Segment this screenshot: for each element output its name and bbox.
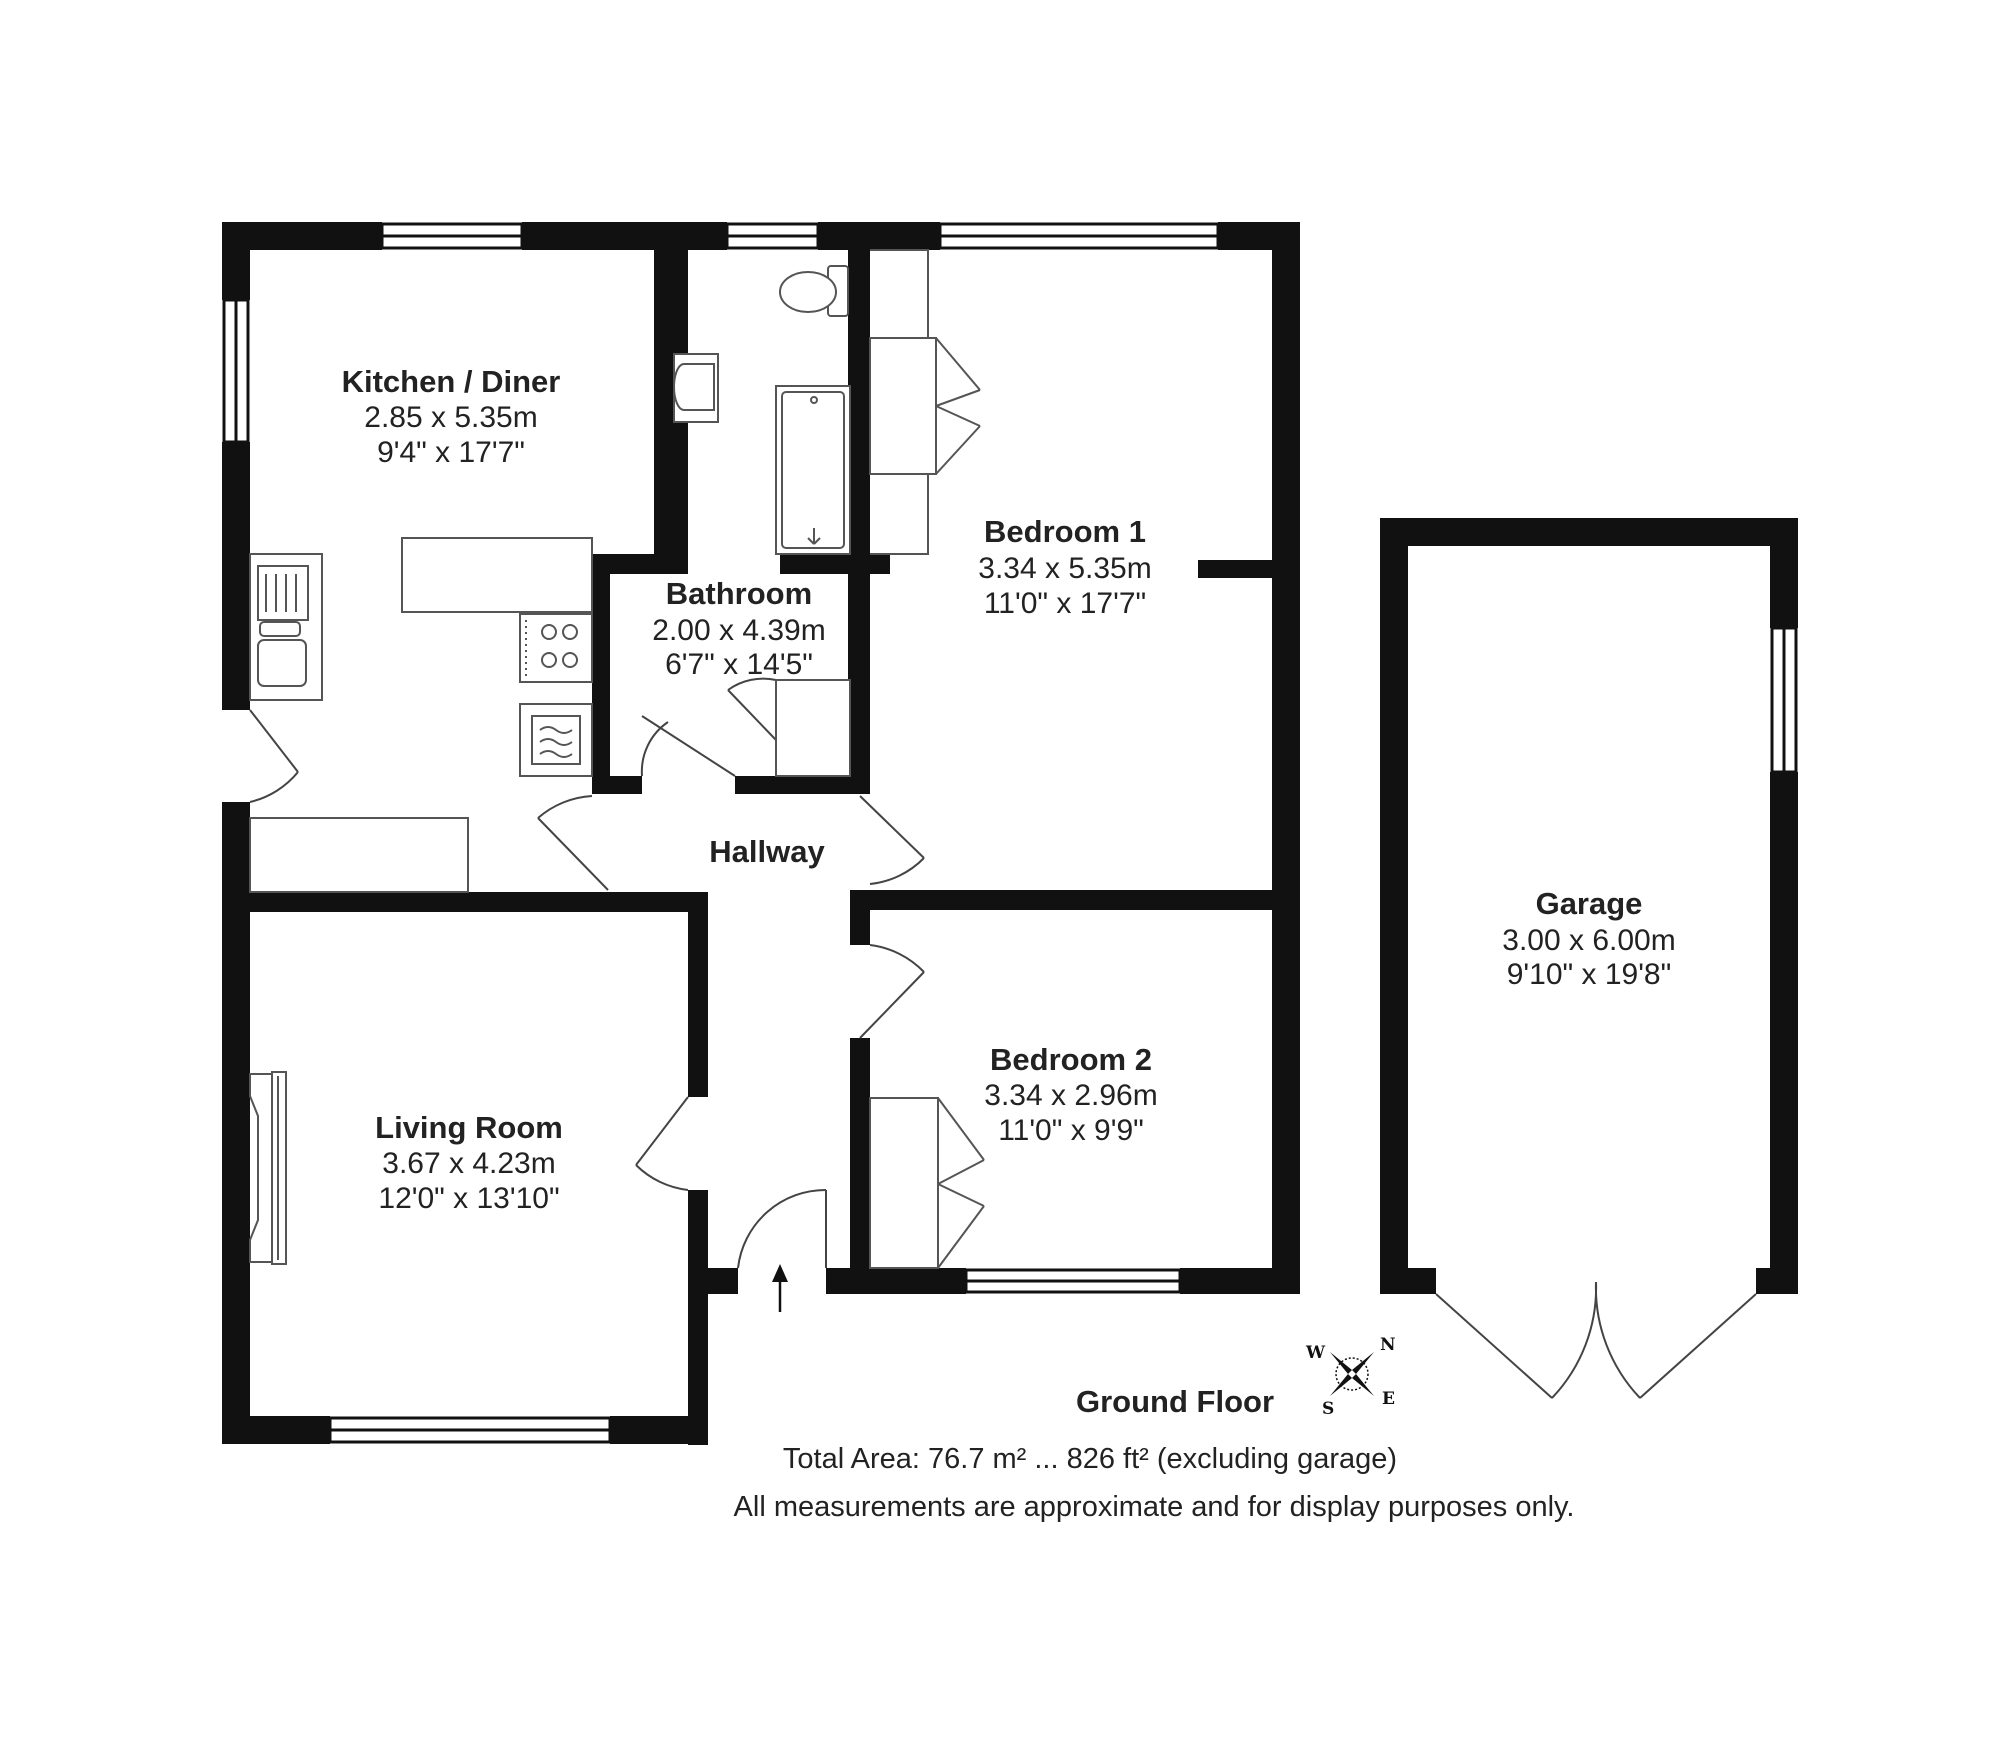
compass-north: N	[1380, 1335, 1396, 1355]
door-kitchen-external	[249, 709, 299, 803]
toilet-icon	[779, 265, 849, 317]
sink-icon	[249, 553, 323, 701]
window-living-bottom	[328, 1416, 612, 1444]
room-dimensions-metric: 2.00 x 4.39m	[652, 614, 825, 647]
room-name: Bathroom	[666, 576, 812, 611]
window-garage-right	[1770, 626, 1798, 774]
compass-icon: N E S W	[1305, 1335, 1396, 1419]
room-dimensions-imperial: 9'4" x 17'7"	[377, 436, 525, 469]
window-kitchen-top	[380, 222, 524, 250]
room-name: Kitchen / Diner	[342, 364, 561, 399]
fireplace-icon	[249, 1071, 287, 1265]
door-bedroom2	[859, 944, 925, 1039]
bathroom-cupboard	[775, 679, 851, 777]
entrance-arrow-icon	[772, 1264, 788, 1312]
fixtures	[249, 249, 985, 1269]
room-name: Bedroom 1	[984, 514, 1146, 549]
room-name: Garage	[1536, 886, 1643, 921]
bath-icon	[775, 385, 851, 555]
total-area: Total Area: 76.7 m² ... 826 ft² (excludi…	[783, 1443, 1397, 1475]
door-front	[737, 1188, 827, 1269]
room-dimensions-imperial: 9'10" x 19'8"	[1507, 958, 1672, 991]
door-living	[635, 1096, 689, 1191]
door-garage-left	[1435, 1281, 1598, 1399]
window-kitchen-left	[222, 298, 250, 444]
disclaimer: All measurements are approximate and for…	[734, 1491, 1575, 1523]
basin-icon	[673, 353, 719, 423]
window-bedroom1-top	[938, 222, 1220, 250]
room-label-bathroom: Bathroom 2.00 x 4.39m 6'7" x 14'5"	[652, 576, 825, 681]
oven-icon	[519, 703, 593, 777]
room-label-garage: Garage 3.00 x 6.00m 9'10" x 19'8"	[1502, 886, 1675, 991]
room-dimensions-imperial: 11'0" x 17'7"	[984, 587, 1146, 620]
door-bathroom	[640, 715, 736, 777]
wardrobe-bedroom1	[869, 249, 981, 555]
room-dimensions-metric: 3.00 x 6.00m	[1502, 924, 1675, 957]
room-dimensions-imperial: 11'0" x 9'9"	[998, 1114, 1144, 1147]
room-dimensions-imperial: 12'0" x 13'10"	[378, 1182, 559, 1215]
door-garage-right	[1594, 1281, 1757, 1399]
door-cupboard-bathroom	[727, 677, 777, 741]
doors	[249, 677, 1757, 1399]
room-name: Living Room	[375, 1110, 563, 1145]
room-label-bedroom1: Bedroom 1 3.34 x 5.35m 11'0" x 17'7"	[978, 514, 1151, 620]
room-label-hallway: Hallway	[709, 834, 825, 869]
floor-label: Ground Floor	[1076, 1384, 1274, 1419]
room-dimensions-imperial: 6'7" x 14'5"	[665, 648, 813, 681]
room-dimensions-metric: 2.85 x 5.35m	[364, 401, 537, 434]
room-label-kitchen: Kitchen / Diner 2.85 x 5.35m 9'4" x 17'7…	[342, 364, 561, 469]
room-name: Hallway	[709, 834, 825, 869]
door-bedroom1	[859, 795, 925, 885]
door-kitchen-hallway	[537, 795, 609, 891]
kitchen-counter	[249, 817, 469, 893]
compass-west: W	[1305, 1343, 1326, 1363]
windows	[222, 222, 1798, 1444]
room-dimensions-metric: 3.67 x 4.23m	[382, 1147, 555, 1180]
room-name: Bedroom 2	[990, 1042, 1152, 1077]
compass-east: E	[1382, 1389, 1395, 1409]
room-label-bedroom2: Bedroom 2 3.34 x 2.96m 11'0" x 9'9"	[984, 1042, 1157, 1147]
compass-south: S	[1322, 1399, 1334, 1419]
wardrobe-bedroom2	[869, 1097, 985, 1269]
walls	[222, 222, 1798, 1445]
window-bathroom-top	[725, 222, 820, 250]
room-dimensions-metric: 3.34 x 5.35m	[978, 552, 1151, 585]
window-bedroom2-bottom	[964, 1268, 1182, 1294]
room-label-living: Living Room 3.67 x 4.23m 12'0" x 13'10"	[375, 1110, 563, 1215]
kitchen-island	[401, 537, 593, 613]
hob-icon	[519, 613, 593, 683]
room-dimensions-metric: 3.34 x 2.96m	[984, 1079, 1157, 1112]
